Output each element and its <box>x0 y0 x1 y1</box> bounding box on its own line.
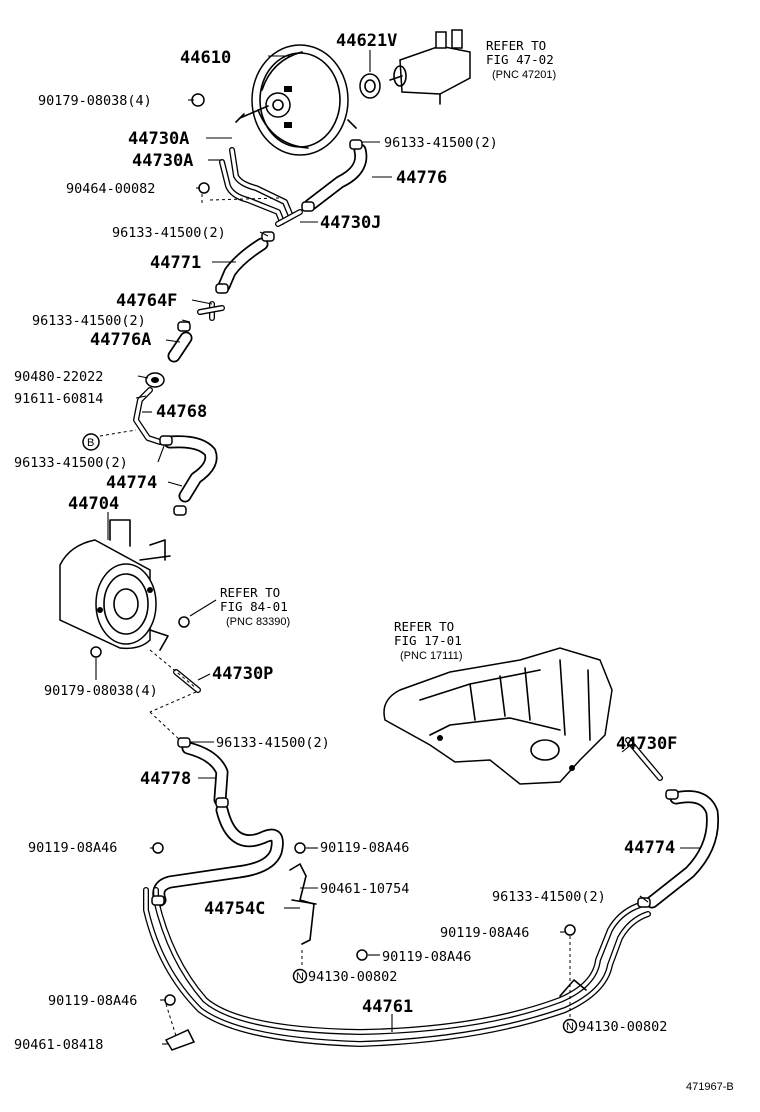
part-label-44754c: 44754C <box>204 899 265 919</box>
part-label-44761: 44761 <box>362 997 413 1017</box>
part-label-96133-41500-f: 96133-41500(2) <box>492 889 606 905</box>
marker-n-icon <box>292 968 578 1034</box>
tee-joint-44764f <box>197 301 225 321</box>
fig-ref-47-02: FIG 47-02 <box>486 52 554 67</box>
vacuum-hose-44771 <box>217 237 269 293</box>
part-label-96133-41500-a: 96133-41500(2) <box>384 135 498 151</box>
vacuum-hose-44776 <box>303 143 368 212</box>
part-label-44730a-1: 44730A <box>128 129 189 149</box>
brake-booster-icon <box>235 44 357 156</box>
master-cylinder-icon <box>389 29 471 105</box>
part-label-91611-60814: 91611-60814 <box>14 391 103 407</box>
vacuum-hose-44774-right <box>645 790 720 909</box>
part-label-96133-41500-d: 96133-41500(2) <box>14 455 128 471</box>
fig-ref-84-01: FIG 84-01 <box>220 599 288 614</box>
part-label-90179-08038-b: 90179-08038(4) <box>44 683 158 699</box>
refer-to-text-3: REFER TO <box>394 619 454 634</box>
marker-n-label-1: N <box>296 971 304 983</box>
pnc-ref-83390: (PNC 83390) <box>226 616 290 628</box>
refer-to-text-2: REFER TO <box>220 585 280 600</box>
part-label-90119-08a46-e: 90119-08A46 <box>48 993 137 1009</box>
leader-lines <box>95 50 700 1045</box>
part-label-44621v: 44621V <box>336 31 397 51</box>
part-label-90119-08a46-b: 90119-08A46 <box>320 840 409 856</box>
vacuum-pipe-44730a <box>219 147 293 225</box>
pnc-ref-17111: (PNC 17111) <box>400 650 463 662</box>
part-label-90480-22022: 90480-22022 <box>14 369 103 385</box>
refer-to-text-1: REFER TO <box>486 38 546 53</box>
part-label-44771: 44771 <box>150 253 201 273</box>
part-label-94130-00802-b: 94130-00802 <box>578 1019 667 1035</box>
pnc-ref-47201: (PNC 47201) <box>492 69 556 81</box>
part-label-90461-08418: 90461-08418 <box>14 1037 103 1053</box>
part-label-90119-08a46-d: 90119-08A46 <box>382 949 471 965</box>
figure-id: 471967-B <box>686 1081 734 1093</box>
part-label-90179-08038-a: 90179-08038(4) <box>38 93 152 109</box>
part-label-44730p: 44730P <box>212 664 273 684</box>
marker-b-icon <box>82 433 100 451</box>
vacuum-pipe-44761 <box>143 887 651 1047</box>
part-label-44776: 44776 <box>396 168 447 188</box>
part-label-96133-41500-e: 96133-41500(2) <box>216 735 330 751</box>
part-label-90464-00082: 90464-00082 <box>66 181 155 197</box>
fig-ref-17-01: FIG 17-01 <box>394 633 462 648</box>
vacuum-pipe-44730j <box>275 209 303 227</box>
bolt-icon <box>90 93 576 1006</box>
marker-b-label: B <box>87 437 94 449</box>
part-label-94130-00802-a: 94130-00802 <box>308 969 397 985</box>
part-label-44768: 44768 <box>156 402 207 422</box>
part-label-44730j: 44730J <box>320 213 381 233</box>
part-label-44610: 44610 <box>180 48 231 68</box>
intake-manifold-icon <box>383 647 613 785</box>
part-label-44776a: 44776A <box>90 330 151 350</box>
part-label-90461-10754: 90461-10754 <box>320 881 409 897</box>
marker-n-label-2: N <box>566 1021 574 1033</box>
check-valve-icon <box>145 372 165 388</box>
bracket-90461-icon <box>164 979 587 1051</box>
part-label-44774-right: 44774 <box>624 838 675 858</box>
hose-clamp-icon <box>151 139 679 908</box>
part-label-44778: 44778 <box>140 769 191 789</box>
bracket-44754c-icon <box>289 863 317 945</box>
part-label-44774-upper: 44774 <box>106 473 157 493</box>
vacuum-hose-44776a <box>167 331 193 363</box>
part-label-96133-41500-b: 96133-41500(2) <box>112 225 226 241</box>
part-label-44730a-2: 44730A <box>132 151 193 171</box>
part-label-44730f: 44730F <box>616 734 677 754</box>
vacuum-hose-44774-upper <box>163 435 218 503</box>
part-label-44764f: 44764F <box>116 291 177 311</box>
part-label-96133-41500-c: 96133-41500(2) <box>32 313 146 329</box>
vacuum-tank-icon <box>59 519 171 651</box>
vacuum-fitting-44730f <box>625 737 663 781</box>
vacuum-hose-lower <box>152 803 284 907</box>
seal-ring-icon <box>359 73 381 99</box>
part-label-90119-08a46-a: 90119-08A46 <box>28 840 117 856</box>
part-label-90119-08a46-c: 90119-08A46 <box>440 925 529 941</box>
part-label-44704: 44704 <box>68 494 119 514</box>
vacuum-hose-44778 <box>181 741 229 807</box>
